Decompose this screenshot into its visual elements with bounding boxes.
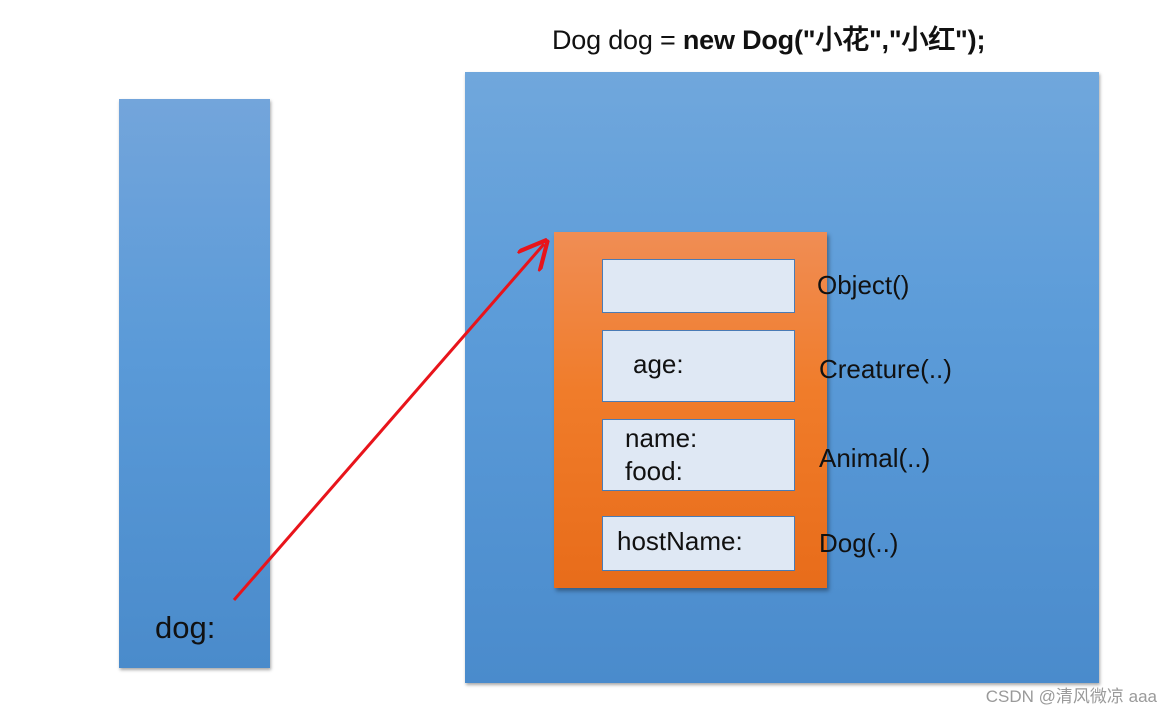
field-hostname: hostName: bbox=[617, 526, 743, 556]
code-new-expression: new Dog("小花","小红"); bbox=[682, 25, 986, 55]
object-fields-box bbox=[602, 259, 795, 313]
stack-variable-dog: dog: bbox=[155, 610, 216, 645]
animal-fields-box: name: food: bbox=[602, 419, 795, 491]
stack-memory bbox=[119, 99, 270, 668]
field-food: food: bbox=[625, 456, 683, 486]
creature-fields-box: age: bbox=[602, 330, 795, 402]
field-name: name: bbox=[625, 423, 698, 453]
watermark: CSDN @清风微凉 aaa bbox=[985, 687, 1157, 706]
dog-fields-box: hostName: bbox=[602, 516, 795, 571]
code-statement: Dog dog = new Dog("小花","小红"); bbox=[552, 18, 985, 57]
code-prefix: Dog dog = bbox=[552, 25, 683, 55]
constructor-object: Object() bbox=[817, 270, 910, 300]
constructor-animal: Animal(..) bbox=[819, 443, 931, 473]
field-age: age: bbox=[633, 349, 684, 379]
constructor-dog: Dog(..) bbox=[819, 528, 899, 558]
constructor-creature: Creature(..) bbox=[819, 354, 952, 384]
